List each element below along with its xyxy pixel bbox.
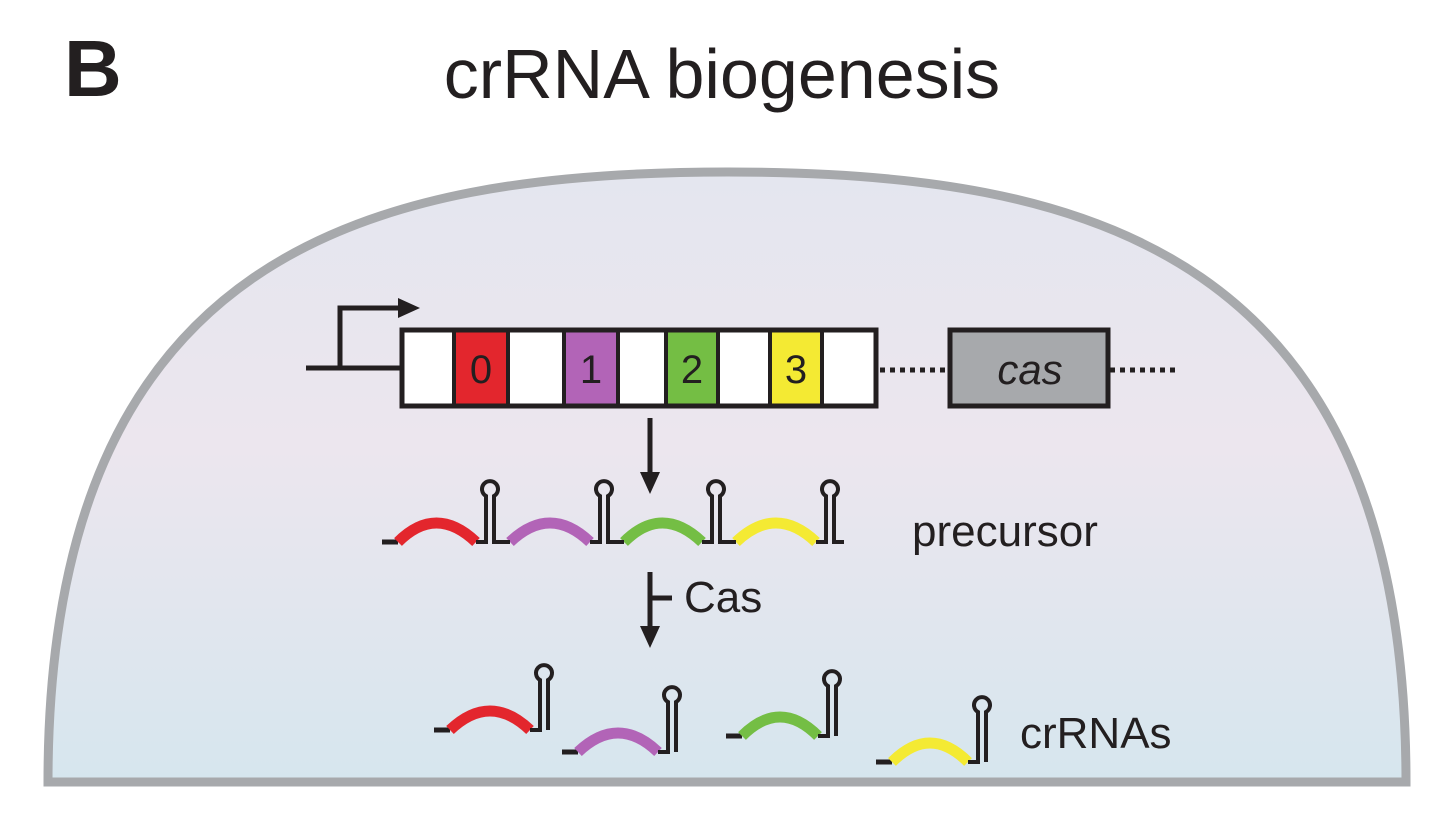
spacer-box-2 <box>666 330 718 406</box>
cas-protein-label: Cas <box>684 573 762 622</box>
crrna-hairpin <box>530 663 554 732</box>
precursor-spacer-3 <box>732 517 820 547</box>
spacer-box-0 <box>454 330 508 406</box>
crrna-3 <box>876 695 992 767</box>
crrna-2 <box>726 669 842 741</box>
precursor-label: precursor <box>912 507 1098 556</box>
precursor-spacer-2 <box>620 517 706 547</box>
panel-letter: B <box>64 24 122 113</box>
spacer-box-1 <box>564 330 618 406</box>
repeat-box <box>822 330 876 406</box>
repeat-box <box>718 330 770 406</box>
spacer-box-3 <box>770 330 822 406</box>
cas-gene-box <box>947 327 1111 409</box>
spacer-label-1: 1 <box>580 348 602 392</box>
crrna-hairpin <box>818 669 842 738</box>
processing-arrowhead <box>640 626 660 648</box>
spacer-label-3: 3 <box>785 348 807 392</box>
transcription-arrowhead <box>640 472 660 494</box>
repeat-box <box>402 330 454 406</box>
crrna-spacer-1 <box>574 727 662 757</box>
array-outline <box>399 327 879 409</box>
crispr-array: 0 1 2 3 <box>399 327 879 409</box>
crrna-spacer-0 <box>446 705 534 735</box>
crrnas-label: crRNAs <box>1020 709 1172 758</box>
precursor-transcript <box>382 479 844 547</box>
promoter-arrow <box>306 305 408 371</box>
figure-title: crRNA biogenesis <box>444 35 1000 113</box>
crrna-hairpin <box>658 685 682 754</box>
repeat-box <box>508 330 564 406</box>
repeat-box <box>618 330 666 406</box>
spacer-label-0: 0 <box>470 348 492 392</box>
crrna-1 <box>562 685 682 757</box>
repeat-hairpins <box>476 479 844 544</box>
precursor-spacer-1 <box>506 517 594 547</box>
crrna-hairpin <box>968 695 992 764</box>
crrna-spacer-3 <box>888 737 972 767</box>
crrna-0 <box>434 663 554 735</box>
promoter-arrowhead <box>398 298 420 318</box>
bacterial-cell <box>43 167 1411 787</box>
precursor-spacer-0 <box>394 517 480 547</box>
cas-gene-label: cas <box>997 346 1062 393</box>
spacer-label-2: 2 <box>681 348 703 392</box>
crrna-spacer-2 <box>738 711 822 741</box>
